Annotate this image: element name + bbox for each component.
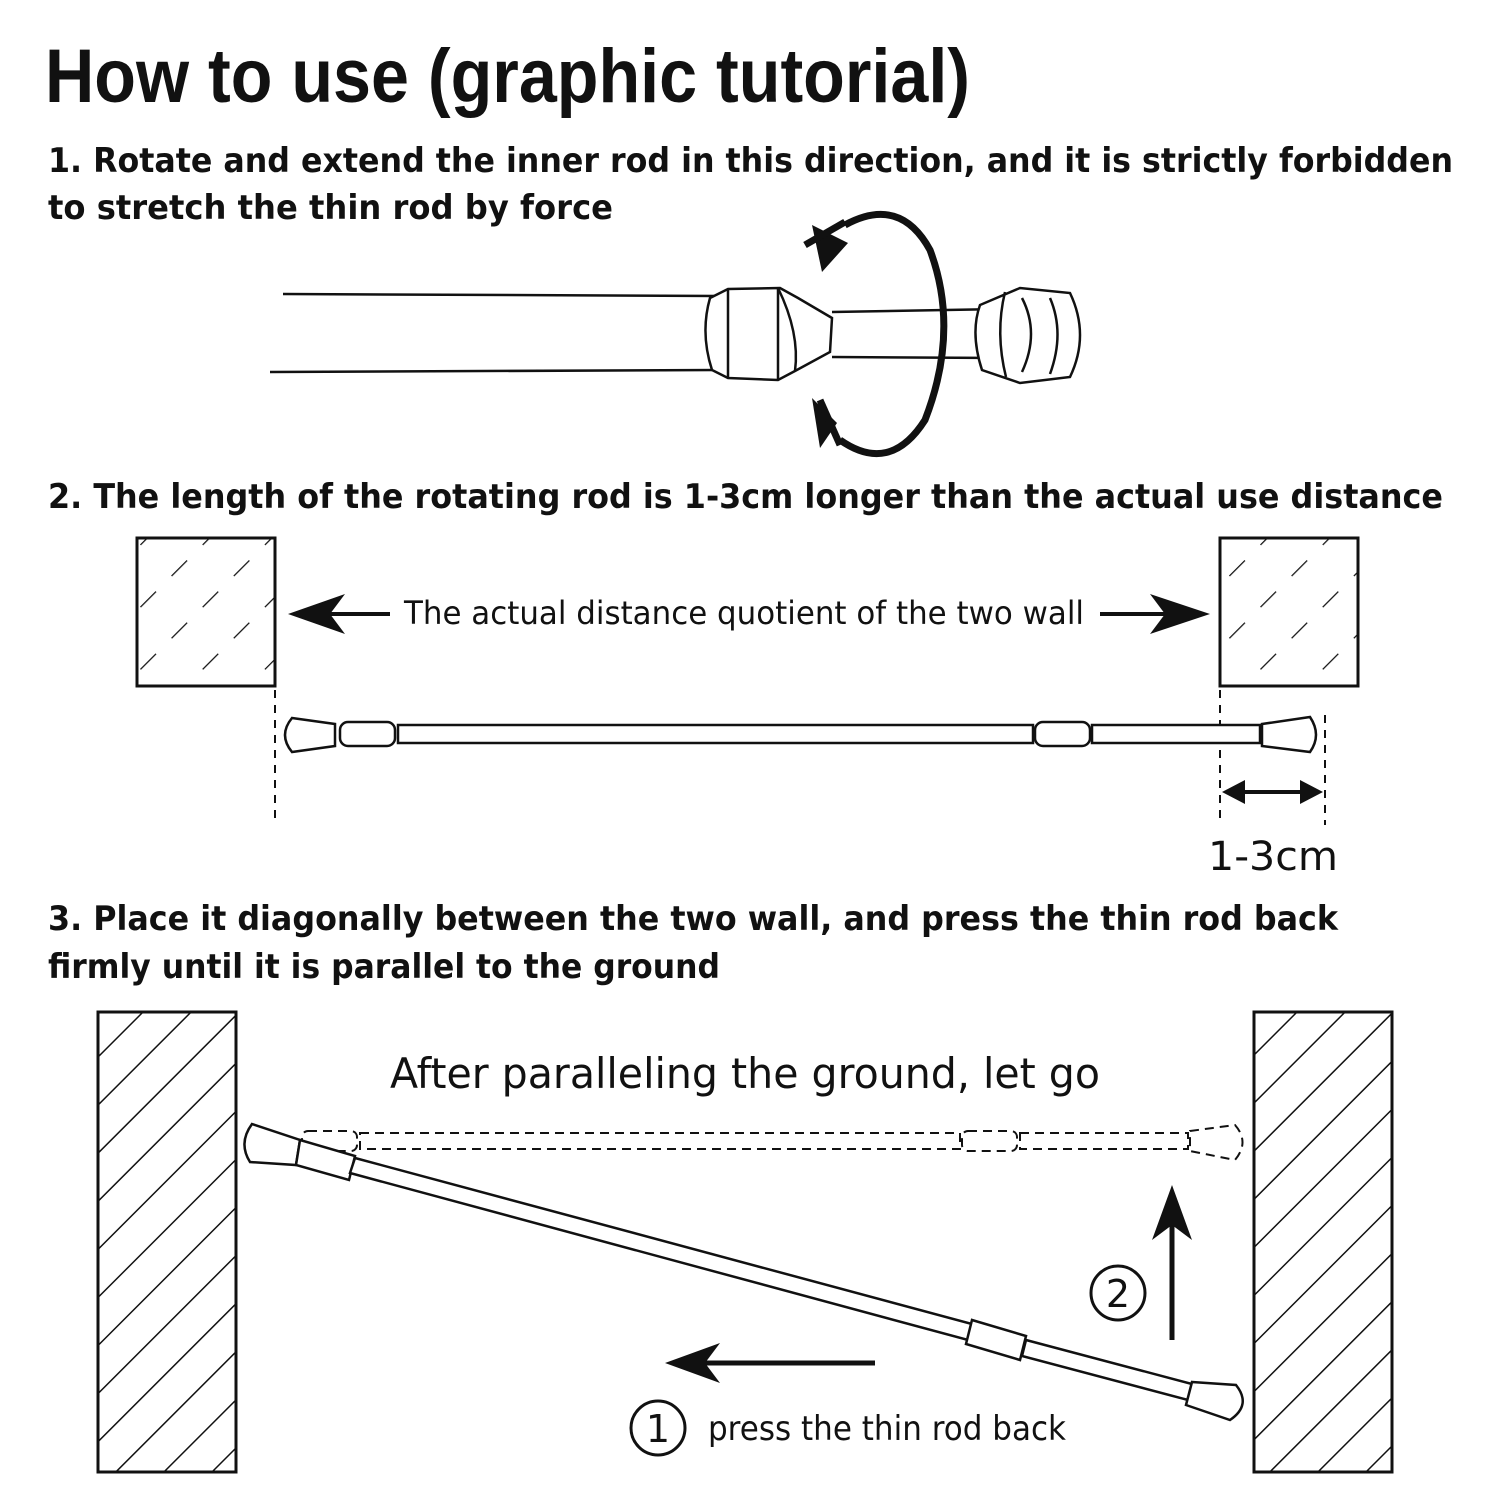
distance-left-arrow-icon xyxy=(288,594,390,634)
marker-1-badge: 1 xyxy=(629,1399,687,1457)
step-1-text-line-1: 1. Rotate and extend the inner rod in th… xyxy=(48,141,1453,181)
distance-right-arrow-icon xyxy=(1100,594,1210,634)
diagonal-install-illustration: After paralleling the ground, let go 2 xyxy=(96,1010,1394,1474)
right-tall-wall xyxy=(1252,1010,1394,1474)
press-back-label: press the thin rod back xyxy=(708,1409,1066,1449)
wall-distance-label: The actual distance quotient of the two … xyxy=(403,594,1084,632)
left-tall-wall xyxy=(96,1010,238,1474)
extra-length-label: 1-3cm xyxy=(1208,834,1338,880)
up-arrow-icon xyxy=(1152,1185,1192,1340)
marker-2-label: 2 xyxy=(1106,1272,1130,1316)
left-arrow-icon xyxy=(665,1343,875,1383)
wall-distance-illustration: The actual distance quotient of the two … xyxy=(135,536,1360,880)
marker-2-badge: 2 xyxy=(1089,1264,1147,1322)
page-title: How to use (graphic tutorial) xyxy=(45,34,970,119)
rod-closeup-illustration xyxy=(269,210,1082,458)
rotation-arrow-icon xyxy=(803,210,948,458)
step-2-text: 2. The length of the rotating rod is 1-3… xyxy=(48,477,1443,517)
step-3-text-line-1: 3. Place it diagonally between the two w… xyxy=(48,899,1339,939)
left-wall-block xyxy=(135,536,277,688)
after-parallel-label: After paralleling the ground, let go xyxy=(390,1049,1100,1098)
extended-rod xyxy=(283,715,1318,754)
parallel-rod-outline xyxy=(301,1123,1244,1162)
step-3-text-line-2: firmly until it is parallel to the groun… xyxy=(48,947,720,987)
right-wall-block xyxy=(1218,536,1360,688)
diagonal-rod xyxy=(243,1122,1244,1422)
marker-1-label: 1 xyxy=(646,1407,670,1451)
extra-length-arrow-icon xyxy=(1222,780,1323,804)
step-1-text-line-2: to stretch the thin rod by force xyxy=(48,188,613,228)
